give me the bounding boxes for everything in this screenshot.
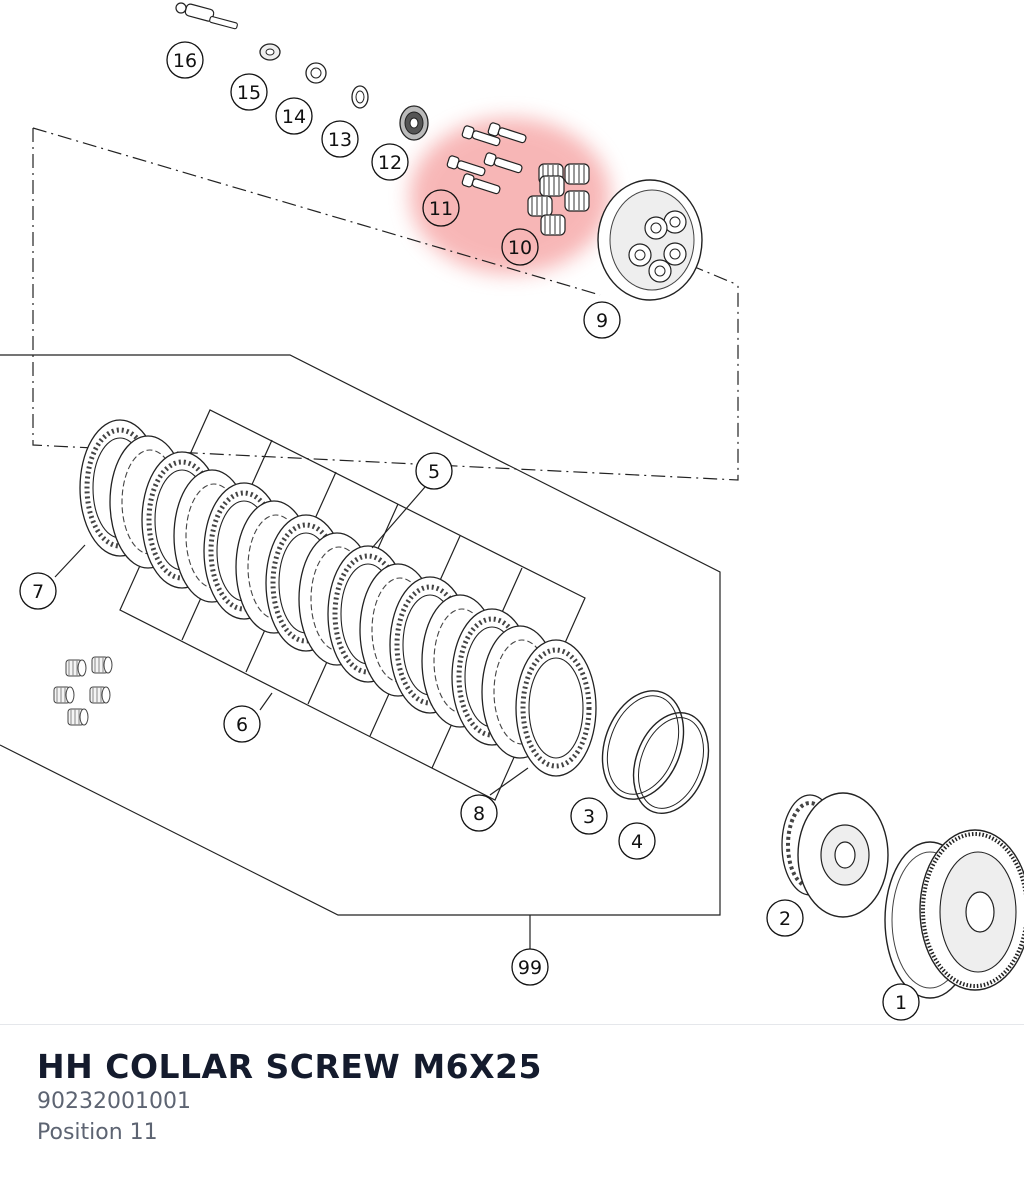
leader-lines — [54, 486, 529, 796]
svg-text:6: 6 — [236, 714, 248, 736]
svg-text:13: 13 — [328, 129, 352, 151]
svg-text:7: 7 — [32, 581, 44, 603]
svg-text:5: 5 — [428, 461, 440, 483]
callout-9[interactable]: 9 — [583, 301, 621, 339]
svg-text:15: 15 — [237, 82, 261, 104]
callout-13[interactable]: 13 — [321, 120, 359, 158]
part-13-washer — [351, 85, 369, 109]
part-number: 90232001001 — [37, 1089, 191, 1114]
callout-1[interactable]: 1 — [882, 983, 920, 1021]
svg-text:11: 11 — [429, 198, 453, 220]
svg-text:14: 14 — [282, 106, 306, 128]
svg-text:3: 3 — [583, 806, 595, 828]
svg-text:16: 16 — [173, 50, 197, 72]
callout-15[interactable]: 15 — [230, 73, 268, 111]
svg-text:12: 12 — [378, 152, 402, 174]
callout-5[interactable]: 5 — [415, 452, 453, 490]
exploded-parts-diagram: 16 15 14 13 12 11 10 9 5 7 6 8 3 4 2 99 … — [0, 2, 1024, 1021]
part-9-pressure-plate — [597, 179, 703, 301]
svg-text:99: 99 — [518, 957, 542, 979]
part-16-shaft — [175, 2, 238, 30]
part-12-bearing — [399, 105, 429, 141]
part-1-clutch-basket — [884, 829, 1024, 999]
callout-3[interactable]: 3 — [570, 797, 608, 835]
part-4-ring — [632, 711, 710, 815]
callout-16[interactable]: 16 — [166, 41, 204, 79]
callout-99[interactable]: 99 — [511, 948, 549, 986]
part-14-washer — [305, 62, 327, 84]
kit-outline — [0, 354, 721, 950]
clutch-plates-stack — [80, 420, 596, 776]
callout-7[interactable]: 7 — [19, 572, 57, 610]
svg-text:9: 9 — [596, 310, 608, 332]
part-15-washer — [259, 43, 281, 61]
part-2-inner-hub — [781, 792, 889, 918]
callout-11[interactable]: 11 — [422, 189, 460, 227]
part-title: HH COLLAR SCREW M6X25 — [37, 1047, 542, 1086]
svg-text:2: 2 — [779, 908, 791, 930]
callout-6[interactable]: 6 — [223, 705, 261, 743]
part-3-ring — [601, 690, 685, 800]
svg-text:8: 8 — [473, 803, 485, 825]
svg-text:4: 4 — [631, 831, 643, 853]
svg-text:10: 10 — [508, 237, 532, 259]
part-position: Position 11 — [37, 1120, 158, 1145]
callout-14[interactable]: 14 — [275, 97, 313, 135]
callout-10[interactable]: 10 — [501, 228, 539, 266]
assembly-outline-upper — [32, 127, 739, 481]
callout-4[interactable]: 4 — [618, 822, 656, 860]
svg-text:1: 1 — [895, 992, 907, 1014]
callout-12[interactable]: 12 — [371, 143, 409, 181]
rollers — [53, 656, 113, 726]
callout-2[interactable]: 2 — [766, 899, 804, 937]
callout-8[interactable]: 8 — [460, 794, 498, 832]
part-info-panel: HH COLLAR SCREW M6X25 90232001001 Positi… — [0, 1024, 1024, 1178]
